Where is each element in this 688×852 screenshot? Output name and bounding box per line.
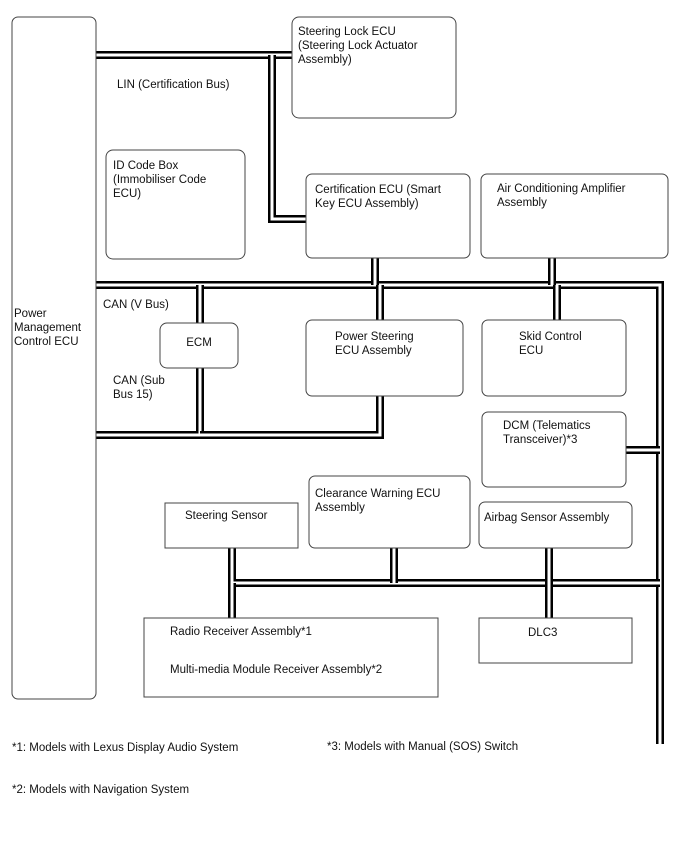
airbag-label-1: Airbag Sensor Assembly (484, 512, 610, 524)
skid-control-label-2: ECU (519, 345, 543, 357)
certification-label-2: Key ECU Assembly) (315, 198, 419, 210)
can-v-loop-inner (200, 396, 382, 437)
footnote-3: *3: Models with Manual (SOS) Switch (327, 741, 519, 753)
air-con-label-2: Assembly (497, 197, 547, 209)
power-mgmt-label-2: Management (14, 322, 82, 334)
footnote-2: *2: Models with Navigation System (12, 784, 190, 796)
power-steering-label-2: ECU Assembly (335, 345, 412, 357)
steering-sensor-box: Steering Sensor (164, 502, 299, 549)
lin-bus-label: LIN (Certification Bus) (117, 79, 230, 91)
footnote-1: *1: Models with Lexus Display Audio Syst… (12, 742, 239, 754)
dcm-label-2: Transceiver)*3 (503, 434, 577, 446)
clearance-warning-label-1: Clearance Warning ECU (315, 488, 440, 500)
steering-sensor-label-1: Steering Sensor (185, 510, 268, 522)
certification-label-1: Certification ECU (Smart (315, 184, 442, 196)
clearance-warning-box: Clearance Warning ECU Assembly (308, 475, 471, 549)
dlc3-label-1: DLC3 (528, 627, 557, 639)
power-steering-label-1: Power Steering (335, 331, 414, 343)
lin-bus-drop-inner (270, 55, 306, 221)
airbag-box: Airbag Sensor Assembly (478, 501, 633, 549)
skid-control-label-1: Skid Control (519, 331, 582, 343)
lower-bus-upper-outer (228, 548, 660, 587)
steering-lock-label-1: Steering Lock ECU (298, 26, 396, 38)
dcm-label-1: DCM (Telematics (503, 420, 591, 432)
radio-label-1: Radio Receiver Assembly*1 (170, 626, 312, 638)
id-code-box-label-3: ECU) (113, 188, 141, 200)
id-code-box-label-1: ID Code Box (113, 160, 178, 172)
steering-lock-label-2: (Steering Lock Actuator (298, 40, 418, 52)
air-con-label-1: Air Conditioning Amplifier (497, 183, 626, 195)
power-mgmt-label-1: Power (14, 308, 47, 320)
can-sub-bus-label-1: CAN (Sub (113, 375, 165, 387)
power-mgmt-label-3: Control ECU (14, 336, 79, 348)
radio-label-3: Multi-media Module Receiver Assembly*2 (170, 664, 382, 676)
bus-labels: LIN (Certification Bus) CAN (V Bus) CAN (S… (103, 79, 230, 401)
can-v-loop-outer (200, 396, 384, 439)
clearance-warning-label-2: Assembly (315, 502, 365, 514)
ecm-box: ECM (159, 322, 239, 369)
can-v-bus-label: CAN (V Bus) (103, 299, 169, 311)
can-main-bus-inner (96, 283, 662, 744)
dlc3-box: DLC3 (478, 617, 633, 664)
steering-lock-label-3: Assembly) (298, 54, 352, 66)
ecm-label-1: ECM (186, 337, 212, 349)
id-code-box-label-2: (Immobiliser Code (113, 174, 206, 186)
can-sub-bus-label-2: Bus 15) (113, 389, 153, 401)
steering-lock-box: Steering Lock ECU (Steering Lock Actuator… (291, 16, 457, 119)
lower-bus-upper-inner (230, 548, 660, 585)
